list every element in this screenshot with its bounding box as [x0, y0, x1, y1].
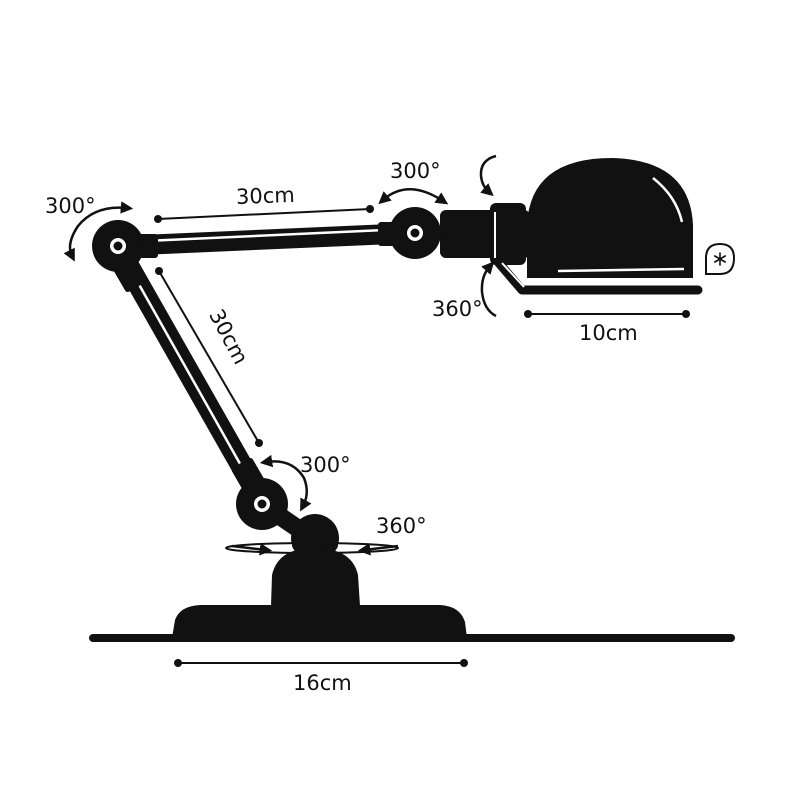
shoulder-rotation-arrow — [63, 201, 134, 262]
shade-tilt-rotation-arrow — [378, 188, 449, 205]
label-base-spin-rotation: 360° — [376, 514, 427, 538]
leaf-asterisk-icon — [705, 242, 736, 275]
lower-arm-highlight — [130, 271, 250, 479]
base-spin-left-arrow — [231, 543, 273, 556]
elbow-rotation-arrow — [259, 454, 312, 512]
upper-arm — [117, 223, 416, 256]
label-lower-arm-length: 30cm — [204, 305, 253, 368]
shade-spin-top-arrow — [479, 154, 497, 197]
dim-shade-width — [524, 310, 690, 318]
shade-highlight-arc — [652, 177, 684, 223]
shade-spin-bottom-arrow — [480, 261, 497, 318]
base-spin-right-arrow — [357, 543, 399, 556]
label-shoulder-rotation: 300° — [45, 194, 96, 218]
label-upper-arm-length: 30cm — [236, 183, 296, 209]
elbow-pivot — [389, 207, 441, 259]
shade-bracket-highlight — [501, 262, 525, 288]
lamp-shade — [527, 158, 693, 278]
shade-rim-highlight — [557, 267, 685, 273]
base-pivot — [236, 478, 288, 530]
base-dome — [271, 548, 360, 606]
label-base-joint-rotation: 300° — [300, 453, 351, 477]
label-shade-spin-rotation: 360° — [432, 297, 483, 321]
shade-neck-collar — [490, 203, 526, 265]
dim-base-width — [174, 659, 468, 667]
label-shade-width: 10cm — [579, 321, 638, 345]
base-plate — [172, 605, 467, 638]
dim-lower-arm — [155, 267, 263, 447]
label-base-width: 16cm — [293, 671, 352, 695]
dim-upper-arm — [154, 205, 374, 223]
shade-bracket — [493, 257, 703, 295]
base-spin-ellipse — [225, 542, 399, 554]
label-shade-tilt-rotation: 300° — [390, 159, 441, 183]
shoulder-pivot — [92, 220, 144, 272]
upper-arm-highlight — [144, 228, 386, 243]
